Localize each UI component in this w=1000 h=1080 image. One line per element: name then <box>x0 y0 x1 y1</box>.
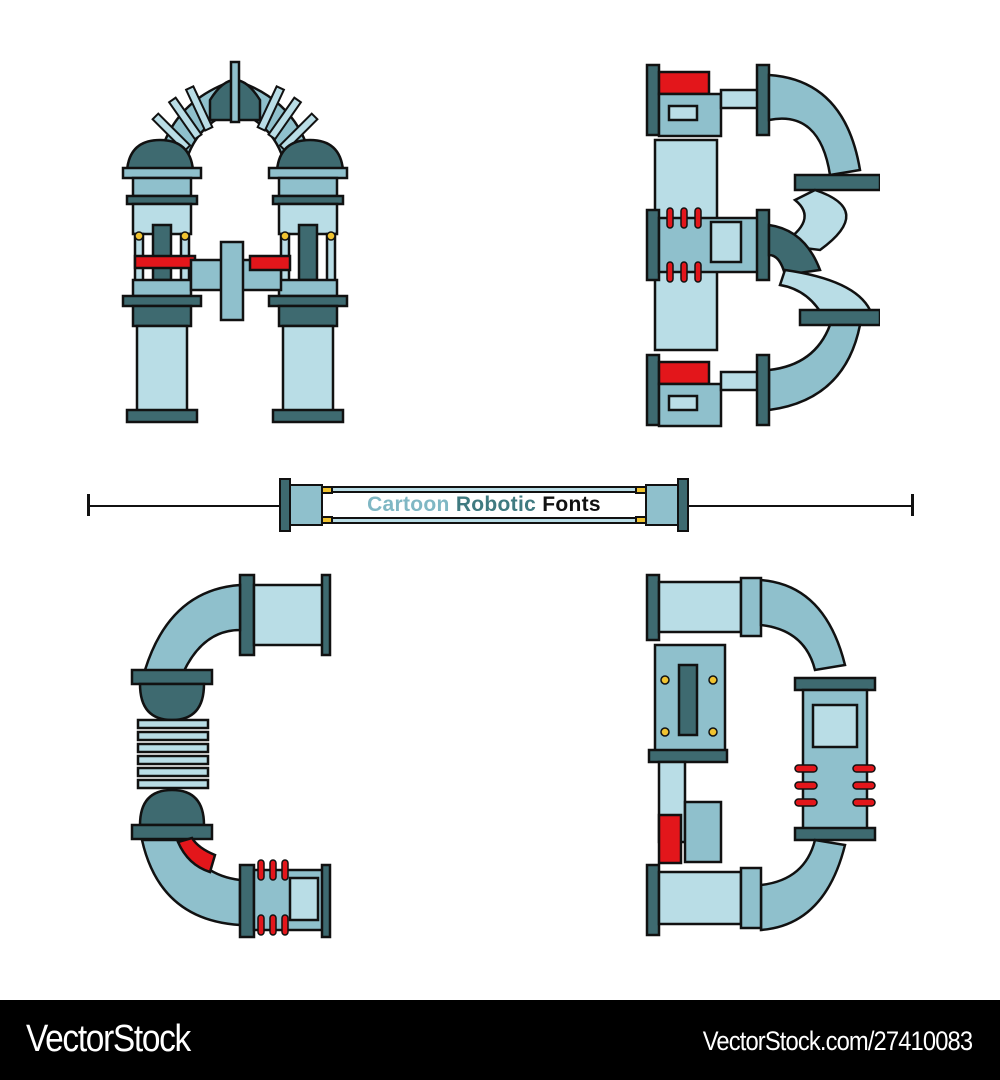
banner-title: Cartoon Robotic Fonts <box>278 493 690 517</box>
title-banner: Cartoon Robotic Fonts <box>278 475 690 535</box>
image-id-link[interactable]: VectorStock.com/27410083 <box>702 1026 973 1056</box>
letter-b-illustration <box>645 63 880 428</box>
footer-bar: VectorStock VectorStock.com/27410083 <box>0 1000 1000 1080</box>
brand-logo: VectorStock <box>26 1018 191 1060</box>
banner-word-fonts: Fonts <box>542 493 601 516</box>
letter-c-illustration <box>130 573 332 939</box>
letter-a-illustration <box>121 60 349 424</box>
banner-rule-left-cap <box>87 494 90 516</box>
letter-d-illustration <box>645 573 877 937</box>
banner-rule-left <box>88 505 280 507</box>
banner-frame <box>279 478 689 532</box>
banner-word-robotic: Robotic <box>455 493 537 516</box>
banner-word-cartoon: Cartoon <box>367 493 450 516</box>
banner-rule-right <box>688 505 913 507</box>
banner-rule-right-cap <box>911 494 914 516</box>
